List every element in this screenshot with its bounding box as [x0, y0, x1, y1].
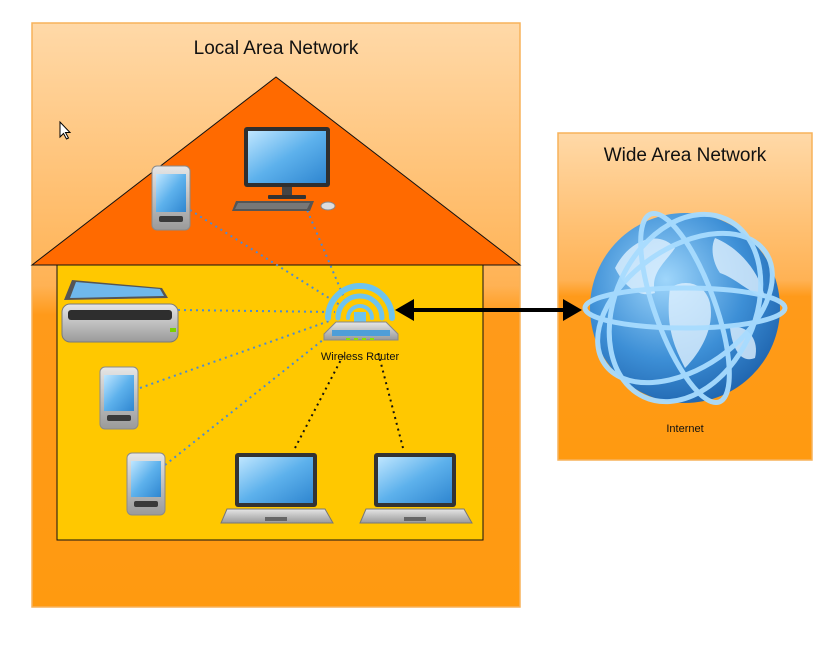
smartphone-icon	[151, 165, 191, 231]
smartphone-icon	[126, 452, 166, 516]
link-laptop-left	[294, 351, 346, 449]
lan-title: Local Area Network	[193, 38, 359, 59]
wired-links	[294, 351, 404, 449]
globe-icon	[582, 210, 788, 406]
wireless-router-icon	[323, 283, 399, 341]
link-laptop-right	[377, 351, 404, 449]
internet-label: Internet	[666, 423, 704, 435]
link-desktop	[304, 204, 346, 301]
desktop-computer-icon	[232, 127, 336, 211]
wan-title: Wide Area Network	[603, 145, 767, 166]
cursor-icon	[59, 120, 72, 140]
link-scanner	[177, 309, 336, 313]
link-phone-bottom	[164, 327, 339, 466]
smartphone-icon	[99, 366, 139, 430]
link-phone-mid	[139, 319, 333, 389]
laptop-icon	[220, 453, 334, 524]
laptop-icon	[359, 453, 473, 524]
router-label: Wireless Router	[320, 351, 400, 363]
wan-link-arrow	[395, 299, 582, 321]
wireless-links	[139, 204, 346, 466]
scanner-icon	[61, 280, 179, 343]
